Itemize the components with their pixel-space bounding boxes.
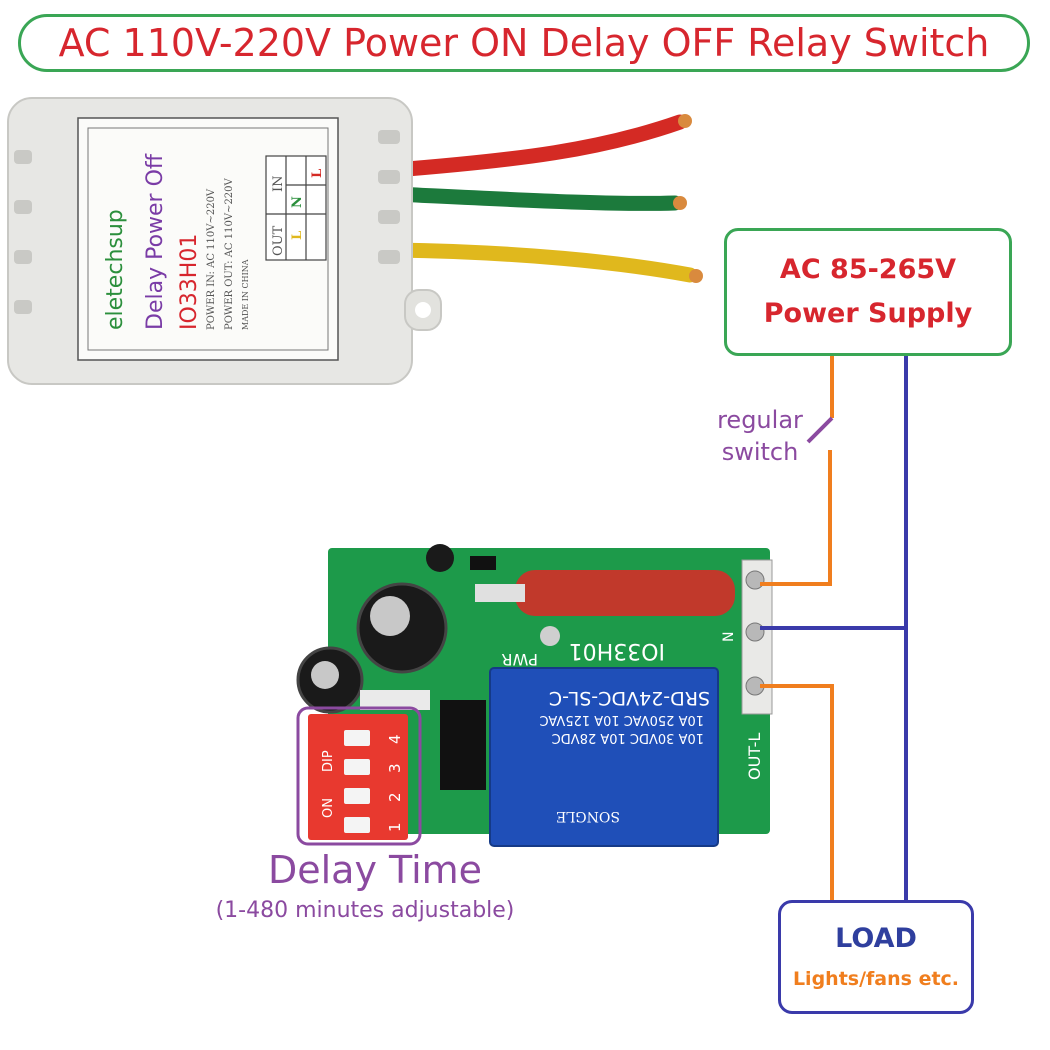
switch-label-line2: switch xyxy=(721,438,799,466)
module-model: IO33H01 xyxy=(177,234,202,330)
power-supply-voltage: AC 85-265V xyxy=(779,254,957,285)
delay-module: eletechsup Delay Power Off IO33H01 POWER… xyxy=(7,97,703,385)
dip-number-4: 4 xyxy=(386,734,404,744)
regular-switch-label: regular switch xyxy=(700,404,820,468)
module-name: Delay Power Off xyxy=(143,153,168,330)
module-power-out: POWER OUT: AC 110V~220V xyxy=(224,177,235,330)
delay-time-title: Delay Time xyxy=(267,848,483,892)
dip-number-1: 1 xyxy=(386,822,404,832)
dip-on-label: ON xyxy=(321,798,336,818)
yellow-wire xyxy=(387,242,698,283)
phase-wire-board xyxy=(760,450,832,586)
board-pwr-label: PWR xyxy=(501,650,538,669)
terminal-l-in: L xyxy=(310,169,325,178)
module-origin: MADE IN CHINA xyxy=(241,259,250,330)
dip-switch xyxy=(308,714,408,840)
board-terminal-out: OUT-L xyxy=(745,733,764,780)
page-title: AC 110V-220V Power ON Delay OFF Relay Sw… xyxy=(58,21,990,65)
power-supply-label: Power Supply xyxy=(763,298,973,329)
relay-brand: SONGLE xyxy=(556,808,620,824)
green-wire xyxy=(387,186,683,211)
relay xyxy=(489,667,719,847)
board-model: IO33H01 xyxy=(569,638,665,663)
relay-model: SRD-24VDC-SL-C xyxy=(549,687,710,709)
terminal-in-header: IN xyxy=(271,175,286,192)
module-brand: eletechsup xyxy=(103,209,128,330)
load-box: LOAD Lights/fans etc. xyxy=(778,900,974,1014)
dip-label: DIP xyxy=(321,750,336,772)
delay-time-subtitle: (1-480 minutes adjustable) xyxy=(215,898,515,923)
title-banner: AC 110V-220V Power ON Delay OFF Relay Sw… xyxy=(18,14,1030,72)
red-wire xyxy=(387,114,688,178)
load-title: LOAD xyxy=(835,923,917,954)
terminal-n: N xyxy=(290,196,305,208)
regular-switch xyxy=(806,416,834,444)
wiring xyxy=(760,356,908,900)
relay-rating-1: 10A 250VAC 10A 125VAC xyxy=(540,712,705,727)
dip-number-3: 3 xyxy=(386,763,404,773)
power-supply-box: AC 85-265V Power Supply xyxy=(724,228,1012,356)
terminal-out-header: OUT xyxy=(271,225,286,256)
module-power-in: POWER IN: AC 110V~220V xyxy=(206,188,217,330)
out-wire-load xyxy=(760,684,834,900)
relay-board: L N OUT-L IO33H01 PWR SRD-24VDC-SL-C 10A… xyxy=(296,544,773,847)
relay-rating-2: 10A 30VDC 10A 28VDC xyxy=(552,730,704,745)
dip-switch-highlight xyxy=(296,706,422,846)
dip-number-2: 2 xyxy=(386,792,404,802)
board-terminal-n: N xyxy=(721,632,737,642)
terminal-l-out: L xyxy=(290,231,305,240)
switch-label-line1: regular xyxy=(717,406,803,434)
load-subtitle: Lights/fans etc. xyxy=(792,968,960,990)
